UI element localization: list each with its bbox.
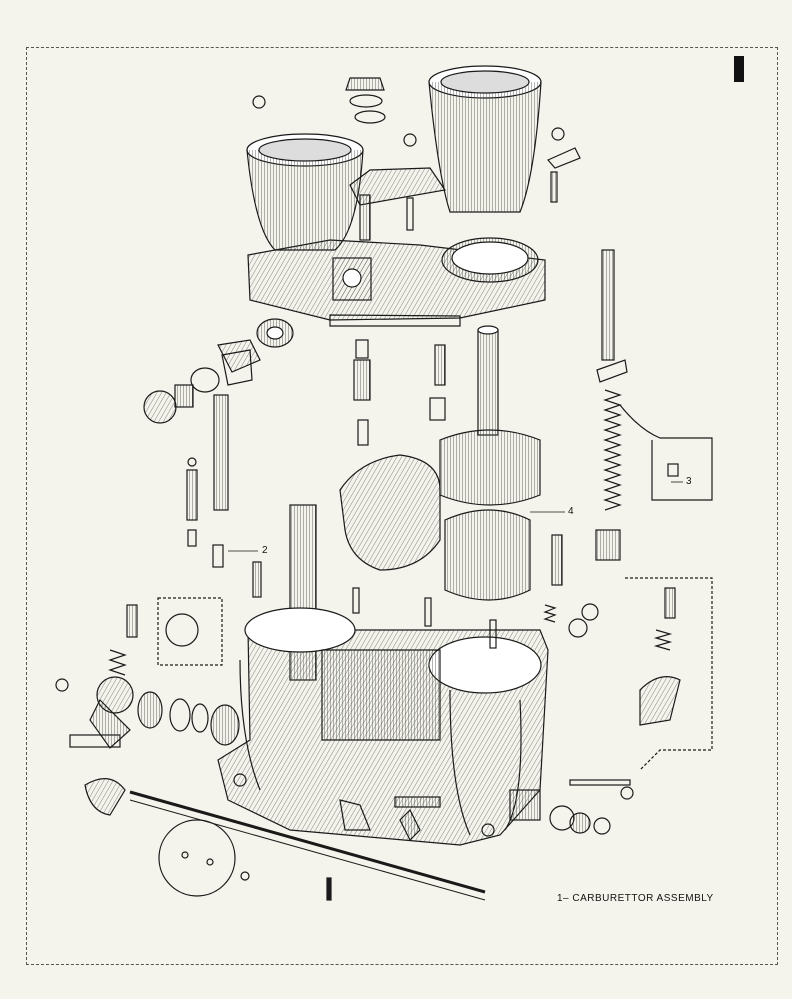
jets-and-venturis <box>339 325 563 601</box>
figure-caption: 1– CARBURETTOR ASSEMBLY <box>557 893 714 904</box>
throttle-linkage <box>55 597 486 901</box>
page-frame <box>26 47 778 965</box>
bottom-right-parts <box>339 577 713 842</box>
carburettor-body <box>217 504 549 846</box>
callout-3: 3 <box>686 476 692 487</box>
section-tab-marker <box>734 56 744 82</box>
top-cover-assembly <box>246 65 546 327</box>
fuel-inlet-parts <box>143 318 294 568</box>
callout-2: 2 <box>262 545 268 556</box>
callout-4: 4 <box>568 506 574 517</box>
accelerator-pump <box>595 249 713 561</box>
top-small-parts <box>252 77 581 241</box>
